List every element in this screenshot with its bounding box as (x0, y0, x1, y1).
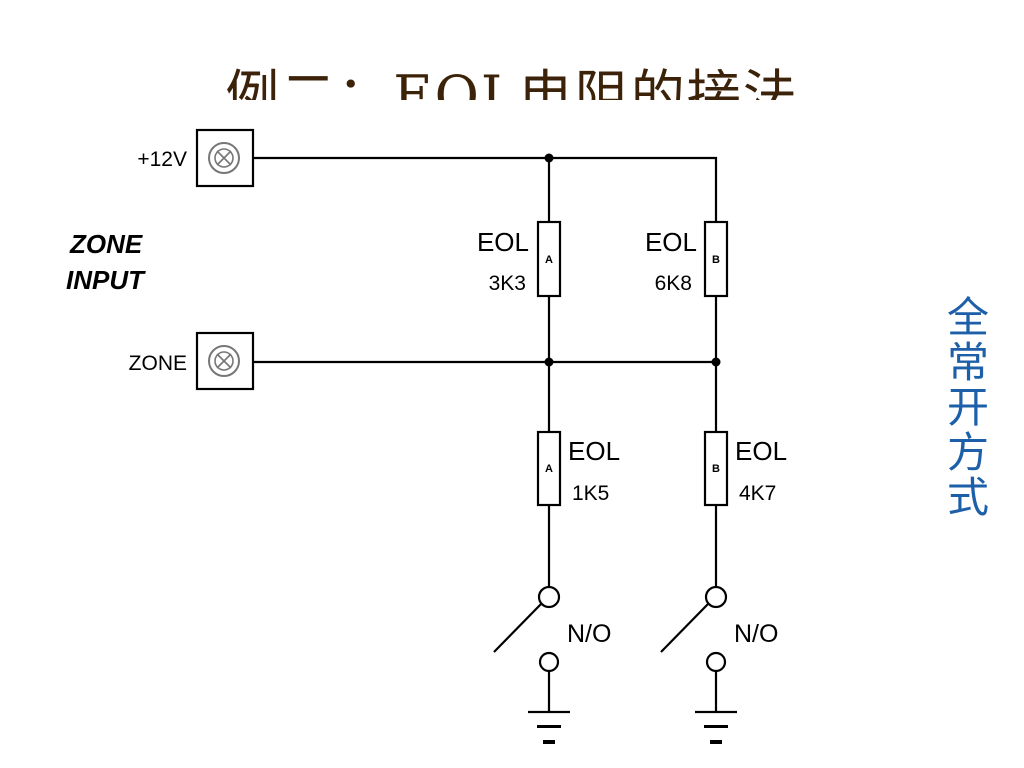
switch-a-bottom-contact (538, 651, 560, 673)
side-note: 全 常 开 方 式 (940, 295, 996, 520)
terminal-zone-label: ZONE (129, 352, 187, 375)
resistor-letter: B (712, 463, 720, 475)
side-note-char: 式 (946, 473, 989, 522)
resistor-top-a-value: 3K3 (489, 272, 526, 295)
junction-dot (711, 357, 721, 367)
resistor-letter: A (545, 463, 553, 475)
resistor-top-a-name: EOL (477, 227, 529, 257)
junction-dot (544, 153, 554, 163)
resistor-letter: B (712, 254, 720, 266)
terminal-12v-label: +12V (137, 148, 187, 171)
ground-b-bar (704, 725, 728, 728)
resistor-bottom-b (703, 430, 729, 507)
switch-b-label: N/O (734, 620, 778, 648)
zone-input-label-line1: ZONE (69, 229, 143, 259)
page-title: 例二：EOL电阻的接法 (225, 64, 799, 100)
switch-b-bottom-contact (705, 651, 727, 673)
resistor-bottom-a-value: 1K5 (572, 482, 609, 505)
rail-12v (253, 156, 718, 222)
ground-a (528, 671, 570, 714)
switch-a-top-contact (537, 585, 561, 609)
ground-a-bar (537, 725, 561, 728)
side-note-char: 全 (946, 293, 989, 342)
screw-terminal-icon (208, 345, 240, 377)
switch-b-top-contact (704, 585, 728, 609)
resistor-top-a (536, 220, 562, 298)
screw-terminal-icon (208, 142, 240, 174)
switch-a-lever (493, 603, 542, 653)
zone-input-label-line2: INPUT (66, 265, 146, 295)
resistor-top-b (703, 220, 729, 298)
resistor-bottom-b-value: 4K7 (739, 482, 776, 505)
side-note-char: 常 (946, 338, 989, 387)
ground-b-bar-small (710, 740, 722, 744)
resistor-top-b-name: EOL (645, 227, 697, 257)
junction-dot (544, 357, 554, 367)
resistor-bottom-a (536, 430, 562, 507)
side-note-char: 方 (946, 428, 989, 477)
switch-a-label: N/O (567, 620, 611, 648)
resistor-letter: A (545, 254, 553, 266)
resistor-top-b-value: 6K8 (655, 272, 692, 295)
resistor-bottom-a-name: EOL (568, 436, 620, 466)
resistor-bottom-b-name: EOL (735, 436, 787, 466)
ground-b (695, 671, 737, 714)
ground-a-bar-small (543, 740, 555, 744)
title-clip: 例二：EOL电阻的接法 (0, 52, 1024, 100)
switch-b-lever (660, 603, 709, 653)
side-note-char: 开 (946, 383, 989, 432)
